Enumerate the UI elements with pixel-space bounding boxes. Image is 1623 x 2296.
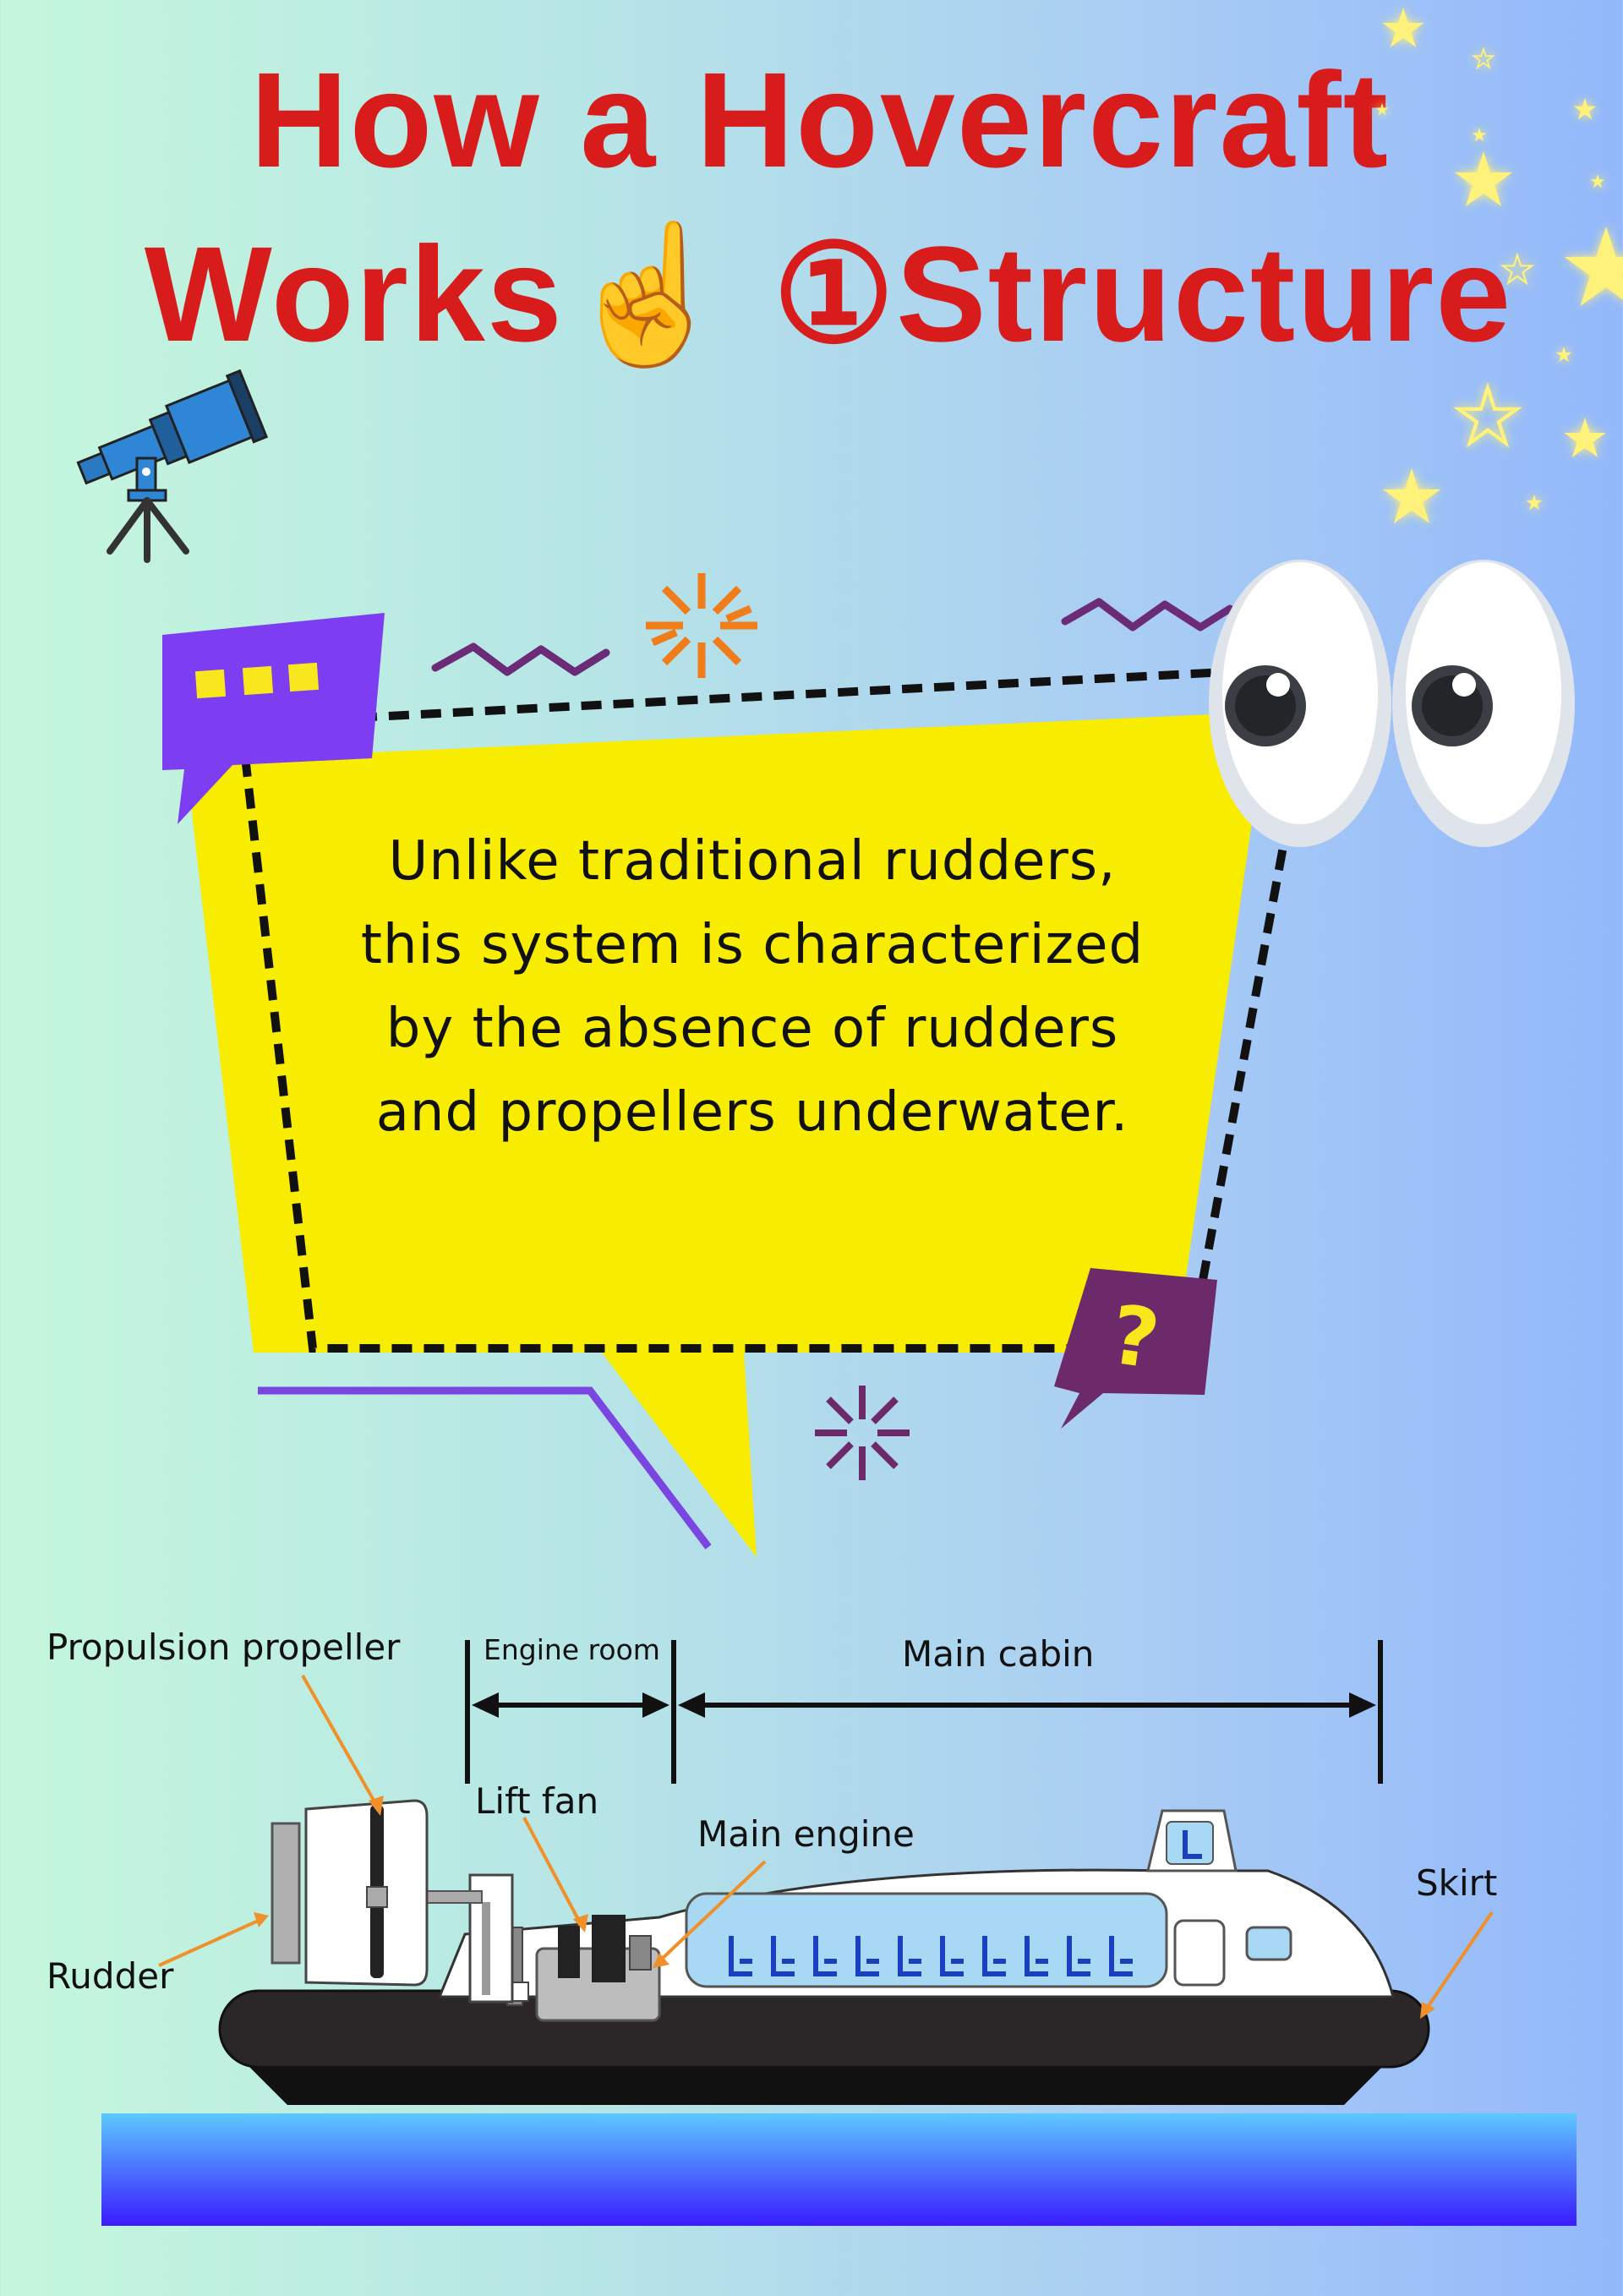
lift-fan-blade-2 [592,1915,626,1982]
zigzag-right [1061,598,1234,631]
label-main-cabin: Main cabin [902,1633,1095,1675]
label-skirt: Skirt [1416,1862,1498,1904]
telescope-icon [76,369,269,563]
porthole [1245,1926,1292,1961]
bubble-text: Unlike traditional rudders, this system … [360,830,1145,1144]
door [1173,1919,1226,1987]
googly-eyes-icon [1209,560,1575,847]
label-engine-room: Engine room [484,1633,660,1666]
lift-fan-blade-1 [558,1926,580,1978]
hovercraft-diagram [101,1640,1577,2226]
zigzag-left [431,642,610,676]
page-title-line1: How a Hovercraft [250,44,1390,195]
page-title-line2: Works☝️ ①Structure [144,218,1513,369]
sparkle-icon [815,1386,910,1480]
label-rudder: Rudder [46,1955,174,1997]
question-speech-icon: ? [1054,1268,1217,1429]
label-lift-fan: Lift fan [475,1780,599,1822]
stars-icon [1375,8,1623,524]
cabin-windows [685,1892,1168,1988]
ellipsis-speech-icon [162,613,385,824]
label-main-engine: Main engine [697,1813,915,1855]
water [101,2113,1577,2226]
bubble-underline [258,1386,712,1550]
rudder [270,1822,301,1965]
sparkle-icon [646,573,757,678]
seats [729,1936,1133,1976]
skirt-roll [218,1989,1430,2069]
label-propulsion-propeller: Propulsion propeller [46,1626,401,1668]
